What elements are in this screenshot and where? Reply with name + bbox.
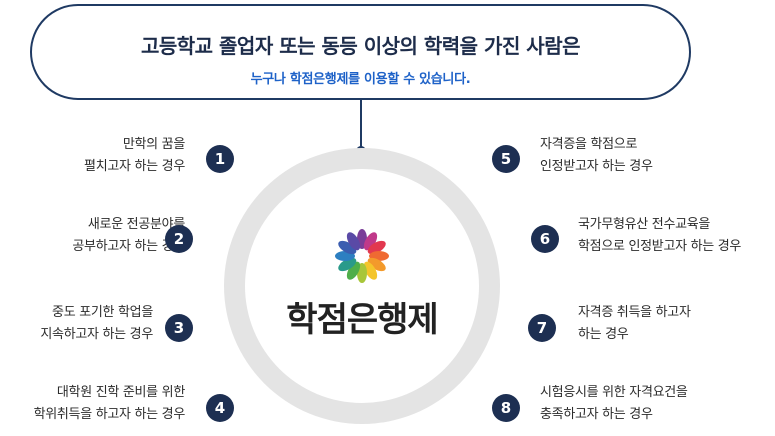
case-number-badge: 8 xyxy=(492,394,520,422)
case-number-badge: 6 xyxy=(531,225,559,253)
case-number-badge: 4 xyxy=(206,394,234,422)
case-item-3: 중도 포기한 학업을 지속하고자 하는 경우 xyxy=(40,302,153,346)
case-item-5: 자격증을 학점으로 인정받고자 하는 경우 xyxy=(540,134,653,178)
case-number-badge: 1 xyxy=(206,145,234,173)
case-text-line1: 자격증 취득을 하고자 xyxy=(578,305,691,320)
case-number-badge: 3 xyxy=(165,314,193,342)
case-text-line2: 충족하고자 하는 경우 xyxy=(540,407,653,422)
case-text-line1: 국가무형유산 전수교육을 xyxy=(578,217,711,232)
case-text-line2: 펼치고자 하는 경우 xyxy=(84,159,185,174)
case-text-line2: 학점으로 인정받고자 하는 경우 xyxy=(578,239,742,254)
case-item-4: 대학원 진학 준비를 위한 학위취득을 하고자 하는 경우 xyxy=(33,382,186,426)
case-item-7: 자격증 취득을 하고자 하는 경우 xyxy=(578,302,691,346)
case-text-line2: 공부하고자 하는 경우 xyxy=(72,239,185,254)
case-number-badge: 5 xyxy=(492,145,520,173)
case-item-8: 시험응시를 위한 자격요건을 충족하고자 하는 경우 xyxy=(540,382,688,426)
case-text-line1: 시험응시를 위한 자격요건을 xyxy=(540,385,688,400)
connector-line xyxy=(360,100,362,150)
brand-name: 학점은행제 xyxy=(286,300,438,340)
case-item-6: 국가무형유산 전수교육을 학점으로 인정받고자 하는 경우 xyxy=(578,214,741,258)
case-item-1: 만학의 꿈을 펼치고자 하는 경우 xyxy=(84,134,185,178)
case-number-badge: 2 xyxy=(165,225,193,253)
case-text-line2: 지속하고자 하는 경우 xyxy=(40,327,153,342)
eligibility-banner: 고등학교 졸업자 또는 동등 이상의 학력을 가진 사람은 누구나 학점은행제를… xyxy=(30,4,691,100)
case-text-line1: 자격증을 학점으로 xyxy=(540,137,638,152)
center-circle xyxy=(245,169,479,403)
flower-logo-icon xyxy=(335,229,389,283)
case-item-2: 새로운 전공분야를 공부하고자 하는 경우 xyxy=(72,214,185,258)
case-text-line2: 학위취득을 하고자 하는 경우 xyxy=(33,407,186,422)
case-text-line1: 대학원 진학 준비를 위한 xyxy=(56,385,185,400)
banner-title: 고등학교 졸업자 또는 동등 이상의 학력을 가진 사람은 xyxy=(140,34,581,58)
case-text-line1: 만학의 꿈을 xyxy=(122,137,185,152)
case-number-badge: 7 xyxy=(528,314,556,342)
case-text-line1: 중도 포기한 학업을 xyxy=(52,305,153,320)
case-text-line2: 하는 경우 xyxy=(578,327,629,342)
case-text-line2: 인정받고자 하는 경우 xyxy=(540,159,653,174)
banner-subtitle: 누구나 학점은행제를 이용할 수 있습니다. xyxy=(250,72,471,87)
case-text-line1: 새로운 전공분야를 xyxy=(87,217,185,232)
